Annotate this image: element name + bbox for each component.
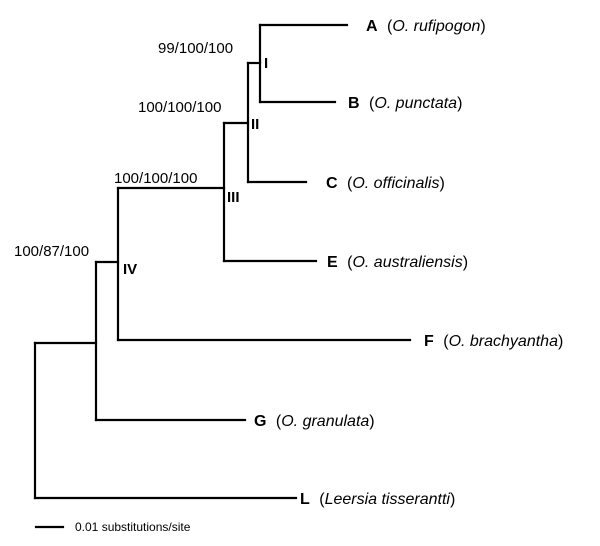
species-name: Leersia tisserantti — [325, 491, 451, 508]
support-node-i: 99/100/100 — [158, 40, 233, 57]
node-label-ii: II — [251, 116, 259, 133]
paren-close: ) — [558, 333, 563, 350]
paren-open: ( — [387, 18, 393, 35]
paren-close: ) — [439, 175, 444, 192]
taxon-letter: E — [327, 254, 338, 271]
taxon-labels: A (O. rufipogon) B (O. punctata) C (O. o… — [254, 18, 563, 508]
node-labels: I II III IV — [123, 55, 268, 278]
paren-open: ( — [443, 333, 449, 350]
paren-close: ) — [457, 95, 462, 112]
taxon-letter: B — [348, 95, 360, 112]
support-node-ii: 100/100/100 — [138, 99, 221, 116]
species-name: O. rufipogon — [392, 18, 480, 35]
paren-close: ) — [480, 18, 485, 35]
node-label-iv: IV — [123, 261, 137, 278]
taxon-label-c: C (O. officinalis) — [326, 175, 445, 192]
taxon-letter: F — [424, 333, 434, 350]
taxon-label-l: L (Leersia tisserantti) — [300, 491, 455, 508]
support-node-iii: 100/100/100 — [114, 170, 197, 187]
scale-bar-label: 0.01 substitutions/site — [75, 520, 191, 534]
species-name: O. brachyantha — [449, 333, 559, 350]
paren-open: ( — [347, 254, 353, 271]
paren-close: ) — [463, 254, 468, 271]
taxon-label-b: B (O. punctata) — [348, 95, 462, 112]
species-name: O. officinalis — [352, 175, 439, 192]
node-label-i: I — [264, 55, 268, 72]
tree-branches — [33, 23, 412, 500]
taxon-label-e: E (O. australiensis) — [327, 254, 468, 271]
taxon-label-f: F (O. brachyantha) — [424, 333, 563, 350]
node-label-iii: III — [227, 189, 240, 206]
taxon-label-a: A (O. rufipogon) — [366, 18, 486, 35]
taxon-letter: G — [254, 413, 266, 430]
support-node-iv: 100/87/100 — [14, 243, 89, 260]
species-name: O. granulata — [281, 413, 369, 430]
species-name: O. australiensis — [352, 254, 462, 271]
paren-open: ( — [347, 175, 353, 192]
taxon-label-g: G (O. granulata) — [254, 413, 375, 430]
paren-open: ( — [276, 413, 282, 430]
scale-bar: 0.01 substitutions/site — [34, 520, 191, 534]
paren-close: ) — [369, 413, 374, 430]
paren-open: ( — [319, 491, 325, 508]
species-name: O. punctata — [374, 95, 457, 112]
taxon-letter: A — [366, 18, 378, 35]
paren-close: ) — [450, 491, 455, 508]
paren-open: ( — [369, 95, 375, 112]
taxon-letter: C — [326, 175, 338, 192]
support-values: 99/100/100 100/100/100 100/100/100 100/8… — [14, 40, 233, 260]
taxon-letter: L — [300, 491, 310, 508]
